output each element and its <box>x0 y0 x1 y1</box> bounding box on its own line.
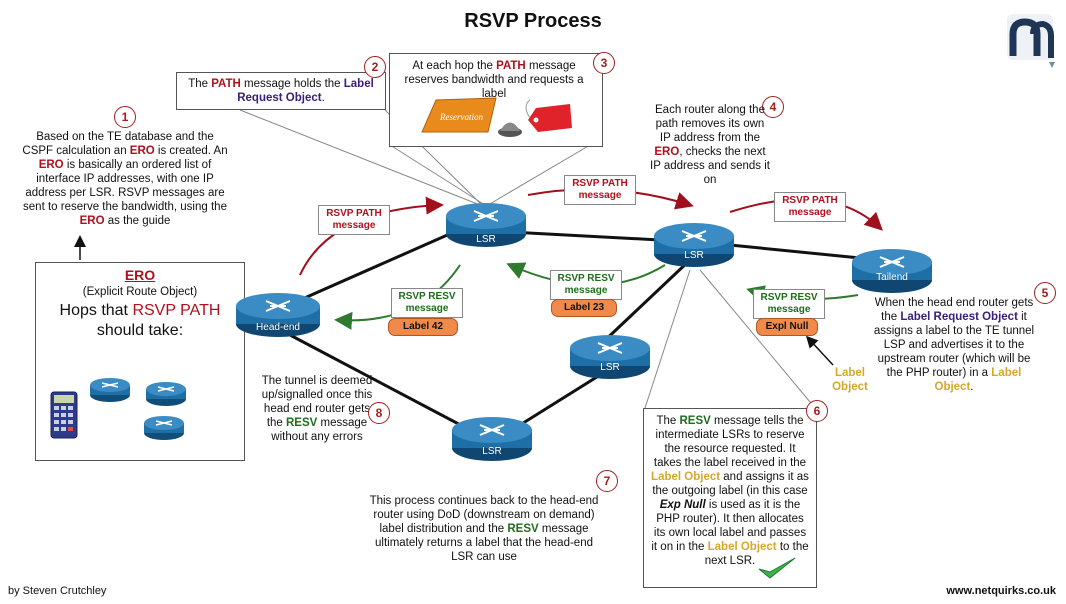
note-2-box: The PATH message holds the Label Request… <box>176 72 386 110</box>
router-lsr-1[interactable]: LSR <box>444 200 528 250</box>
ero-heading: ERO <box>124 267 156 283</box>
label-23-badge: Label 23 <box>551 299 617 317</box>
note-1: Based on the TE database and the CSPF ca… <box>22 131 228 227</box>
router-icon <box>570 335 650 379</box>
router-lsr-3[interactable]: LSR <box>568 332 652 382</box>
note-3-box: At each hop the PATH message reserves ba… <box>389 53 603 147</box>
note-4: Each router along the path removes its o… <box>650 104 770 186</box>
router-icon <box>452 417 532 461</box>
step-badge-5: 5 <box>1034 282 1056 304</box>
mini-router-icon <box>144 416 184 440</box>
page-title: RSVP Process <box>464 10 602 32</box>
note-3: At each hop the PATH message reserves ba… <box>404 60 584 100</box>
step-badge-7: 7 <box>596 470 618 492</box>
router-label: Tailend <box>876 272 908 283</box>
ero-subtitle: (Explicit Route Object) <box>82 286 198 298</box>
note-6: The RESV message tells the intermediate … <box>651 415 809 567</box>
note-6-box: The RESV message tells the intermediate … <box>643 408 817 588</box>
note-2: The PATH message holds the Label Request… <box>188 78 374 104</box>
router-label: LSR <box>600 362 620 373</box>
site-url[interactable]: www.netquirks.co.uk <box>946 585 1056 597</box>
author-credit: by Steven Crutchley <box>8 585 107 597</box>
expl-null-badge: Expl Null <box>756 318 818 336</box>
step-badge-1: 1 <box>114 106 136 128</box>
note-8: The tunnel is deemed up/signalled once t… <box>261 375 373 443</box>
callout-lines <box>239 109 816 409</box>
step-badge-6: 6 <box>806 400 828 422</box>
step-badge-2: 2 <box>364 56 386 78</box>
ero-box: ERO (Explicit Route Object) Hops that RS… <box>35 262 245 461</box>
reservation-sign-text: Reservation <box>439 112 483 122</box>
mini-router-icon <box>146 382 186 406</box>
router-icon <box>446 203 526 247</box>
reservation-sign-icon: Reservation <box>421 97 572 137</box>
step-badge-8: 8 <box>368 402 390 424</box>
router-label: LSR <box>476 234 496 245</box>
mini-router-icon <box>90 378 130 402</box>
router-head-end[interactable]: Head-end <box>234 290 322 340</box>
router-label: Head-end <box>256 322 300 333</box>
network-links <box>289 223 861 432</box>
router-lsr-2[interactable]: LSR <box>652 220 736 270</box>
check-mark-icon <box>758 557 796 579</box>
router-icon <box>236 293 320 337</box>
note-7: This process continues back to the head-… <box>369 495 599 563</box>
router-icon <box>852 249 932 293</box>
router-tailend[interactable]: Tailend <box>850 246 934 296</box>
label-42-badge: Label 42 <box>388 318 458 336</box>
router-label: LSR <box>482 446 502 457</box>
step-badge-4: 4 <box>762 96 784 118</box>
calculator-icon <box>50 391 78 439</box>
netquirks-logo-icon <box>1007 14 1055 68</box>
router-icon <box>654 223 734 267</box>
step-badge-3: 3 <box>593 52 615 74</box>
router-label: LSR <box>684 250 704 261</box>
router-lsr-4[interactable]: LSR <box>450 414 534 464</box>
note-5: When the head end router gets the Label … <box>873 297 1035 393</box>
